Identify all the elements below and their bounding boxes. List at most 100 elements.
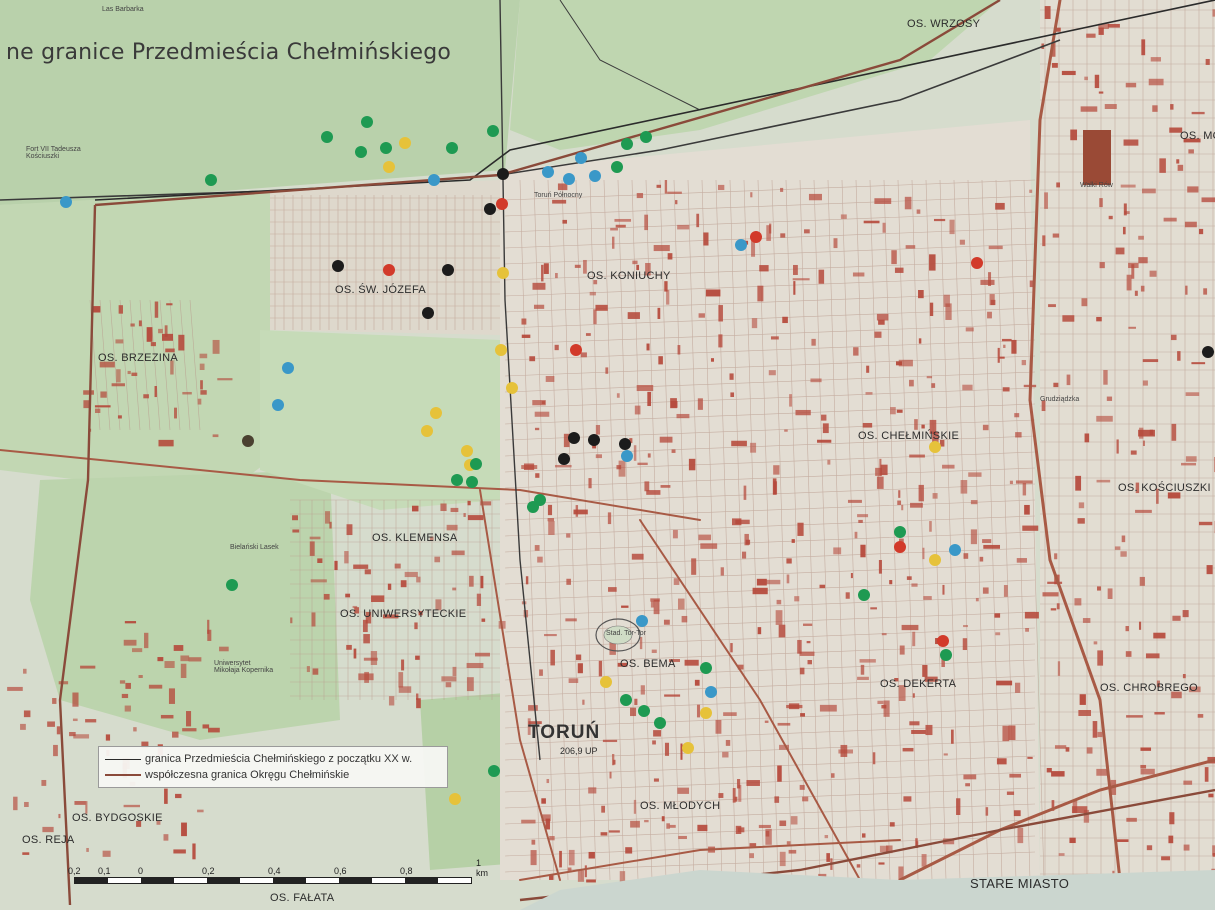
marker-yellow[interactable] — [430, 407, 442, 419]
marker-red[interactable] — [496, 198, 508, 210]
marker-red[interactable] — [383, 264, 395, 276]
river-bank — [520, 870, 1215, 910]
marker-yellow[interactable] — [421, 425, 433, 437]
marker-green[interactable] — [654, 717, 666, 729]
label-torun-polnocny: Toruń Północny — [534, 192, 583, 199]
marker-green[interactable] — [470, 458, 482, 470]
marker-green[interactable] — [487, 125, 499, 137]
marker-yellow[interactable] — [399, 137, 411, 149]
marker-red[interactable] — [937, 635, 949, 647]
marker-blue[interactable] — [60, 196, 72, 208]
marker-blue[interactable] — [589, 170, 601, 182]
marker-red[interactable] — [971, 257, 983, 269]
marker-green[interactable] — [858, 589, 870, 601]
label-las-barbarka: Las Barbarka — [102, 6, 144, 13]
marker-blue[interactable] — [428, 174, 440, 186]
marker-blue[interactable] — [575, 152, 587, 164]
marker-yellow[interactable] — [495, 344, 507, 356]
legend-item-modern: współczesna granica Okręgu Chełmińskie — [105, 769, 349, 781]
street-grid — [89, 0, 1215, 910]
marker-green[interactable] — [451, 474, 463, 486]
marker-green[interactable] — [638, 705, 650, 717]
forest-north — [0, 0, 520, 205]
marker-blue[interactable] — [563, 173, 575, 185]
marker-green[interactable] — [894, 526, 906, 538]
label-bema: OS. BEMA — [620, 658, 676, 670]
marker-black[interactable] — [1202, 346, 1214, 358]
marker-blue[interactable] — [705, 686, 717, 698]
marker-yellow[interactable] — [461, 445, 473, 457]
stadium-field — [603, 625, 633, 645]
forest-northeast — [510, 0, 1000, 150]
marker-yellow[interactable] — [383, 161, 395, 173]
marker-yellow[interactable] — [929, 441, 941, 453]
marker-black[interactable] — [619, 438, 631, 450]
scale-tick: 0,8 — [400, 866, 413, 876]
label-uniwersytet: Uniwersytet Mikołaja Kopernika — [214, 660, 274, 674]
marker-yellow[interactable] — [682, 742, 694, 754]
scale-tick: 0,4 — [268, 866, 281, 876]
marker-green[interactable] — [226, 579, 238, 591]
marker-green[interactable] — [611, 161, 623, 173]
marker-blue[interactable] — [735, 239, 747, 251]
marker-green[interactable] — [488, 765, 500, 777]
label-bydgoskie: OS. BYDGOSKIE — [72, 812, 163, 824]
marker-blue[interactable] — [282, 362, 294, 374]
marker-black[interactable] — [484, 203, 496, 215]
scale-bar-graphic — [74, 877, 472, 884]
marker-green[interactable] — [361, 116, 373, 128]
scale-tick: 0,2 — [68, 866, 81, 876]
map-title: ne granice Przedmieścia Chełmińskiego — [6, 40, 452, 65]
marker-blue[interactable] — [272, 399, 284, 411]
marker-yellow[interactable] — [929, 554, 941, 566]
marker-yellow[interactable] — [506, 382, 518, 394]
label-stadium: Stad. Tor-Tor — [606, 630, 646, 637]
marker-black[interactable] — [442, 264, 454, 276]
marker-green[interactable] — [621, 138, 633, 150]
scale-unit: 1 km — [476, 858, 488, 878]
marker-blue[interactable] — [621, 450, 633, 462]
label-fort: Fort VII Tadeusza Kościuszki — [26, 146, 81, 160]
marker-red[interactable] — [894, 541, 906, 553]
marker-green[interactable] — [527, 501, 539, 513]
marker-yellow[interactable] — [600, 676, 612, 688]
label-koniuchy: OS. KONIUCHY — [587, 270, 671, 282]
marker-green[interactable] — [640, 131, 652, 143]
marker-green[interactable] — [620, 694, 632, 706]
label-uniwersyteckie: OS. UNIWERSYTECKIE — [340, 608, 467, 620]
stadium-track — [595, 618, 641, 652]
legend-label-historic: granica Przedmieścia Chełmińskiego z poc… — [145, 753, 413, 765]
marker-green[interactable] — [355, 146, 367, 158]
park-central — [260, 330, 500, 510]
marker-red[interactable] — [750, 231, 762, 243]
scale-tick: 0,6 — [334, 866, 347, 876]
marker-blue[interactable] — [542, 166, 554, 178]
marker-green[interactable] — [940, 649, 952, 661]
marker-blue[interactable] — [949, 544, 961, 556]
marker-green[interactable] — [700, 662, 712, 674]
marker-green[interactable] — [446, 142, 458, 154]
marker-black[interactable] — [588, 434, 600, 446]
marker-yellow[interactable] — [497, 267, 509, 279]
label-chelminskie: OS. CHEŁMIŃSKIE — [858, 430, 960, 442]
marker-black[interactable] — [568, 432, 580, 444]
marker-yellow[interactable] — [449, 793, 461, 805]
marker-yellow[interactable] — [700, 707, 712, 719]
marker-darkbrown[interactable] — [242, 435, 254, 447]
marker-green[interactable] — [466, 476, 478, 488]
marker-blue[interactable] — [636, 615, 648, 627]
marker-black[interactable] — [558, 453, 570, 465]
label-falata: OS. FAŁATA — [270, 892, 335, 904]
marker-black[interactable] — [497, 168, 509, 180]
marker-green[interactable] — [380, 142, 392, 154]
label-bielanski-lasek: Bielański Lasek — [230, 544, 279, 551]
marker-green[interactable] — [205, 174, 217, 186]
label-mok: OS. MOK — [1180, 130, 1215, 142]
label-dekerta: OS. DEKERTA — [880, 678, 957, 690]
marker-black[interactable] — [422, 307, 434, 319]
marker-red[interactable] — [570, 344, 582, 356]
garden-district — [270, 180, 500, 335]
marker-black[interactable] — [332, 260, 344, 272]
marker-green[interactable] — [321, 131, 333, 143]
